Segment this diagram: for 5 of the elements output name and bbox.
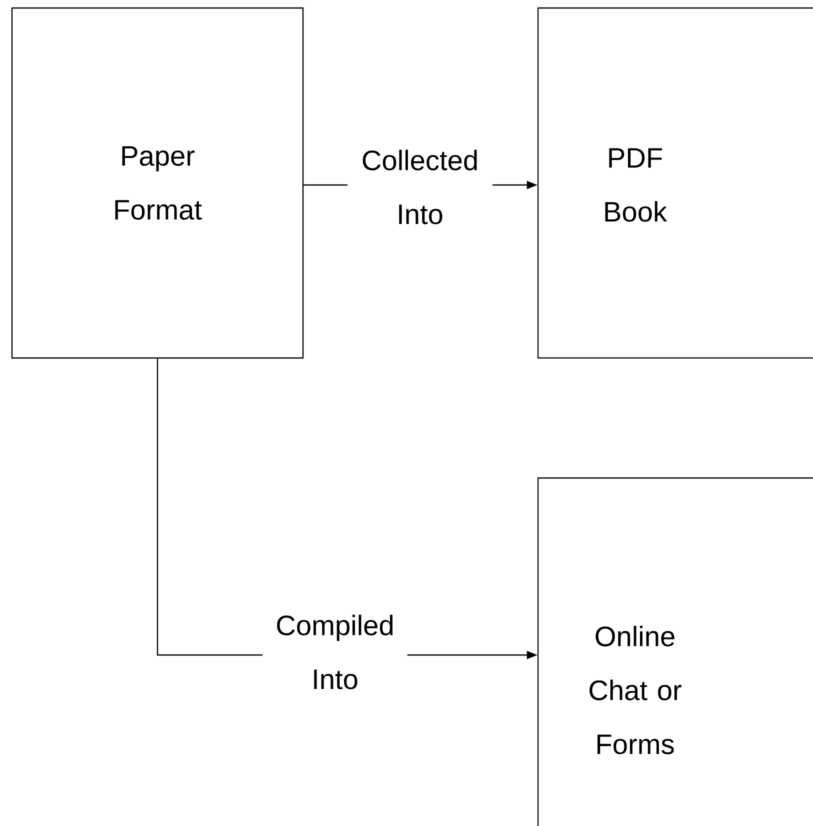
edge-label: Compiled Into bbox=[262, 612, 408, 692]
process-box: Online Chat or Forms bbox=[537, 477, 813, 826]
edge-label: Collected Into bbox=[348, 147, 492, 227]
process-box: Paper Format bbox=[11, 7, 304, 359]
process-box: PDF Book bbox=[537, 7, 813, 359]
